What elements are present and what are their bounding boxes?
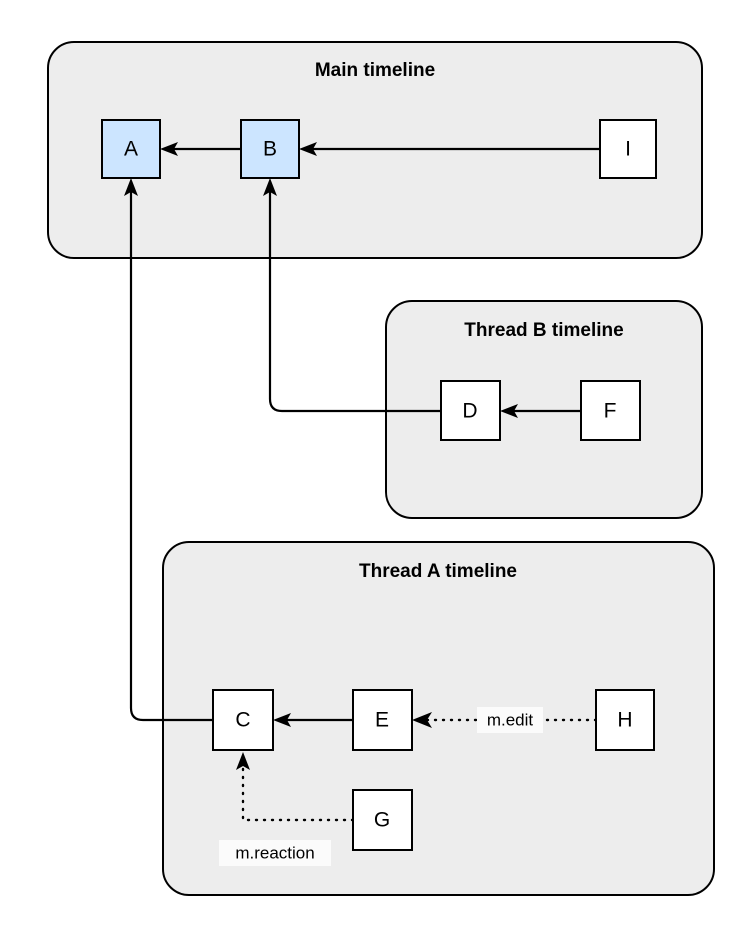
node-label: E — [375, 709, 389, 732]
edge-g-to-c[interactable]: m.reaction — [219, 752, 355, 866]
arrow-head-icon — [236, 752, 250, 770]
node-label: I — [625, 138, 631, 161]
edge-line — [268, 188, 441, 413]
node-label: H — [617, 709, 632, 732]
node-box — [595, 689, 655, 751]
edge-e-to-c[interactable] — [273, 713, 353, 727]
edge-label-m-reaction: m.reaction — [235, 843, 314, 862]
edge-label-m-edit: m.edit — [487, 710, 534, 729]
node-box — [599, 119, 657, 179]
arrow-head-icon — [263, 178, 277, 196]
node-c[interactable]: C — [212, 689, 274, 751]
node-b[interactable]: B — [240, 119, 300, 179]
node-box — [352, 689, 413, 751]
edge-line — [129, 188, 213, 722]
edge-c-to-a[interactable] — [124, 178, 213, 722]
node-box — [101, 119, 161, 179]
edge-f-to-d[interactable] — [500, 404, 581, 418]
node-box — [352, 789, 413, 851]
panel-title: Thread B timeline — [464, 320, 623, 341]
node-label: A — [124, 138, 138, 161]
node-a[interactable]: A — [101, 119, 161, 179]
node-box — [212, 689, 274, 751]
arrow-head-icon — [500, 404, 518, 418]
arrow-head-icon — [299, 142, 317, 156]
node-box — [440, 380, 501, 441]
arrow-head-icon — [160, 142, 178, 156]
node-d[interactable]: D — [440, 380, 501, 441]
panel-title: Main timeline — [315, 60, 435, 81]
node-label: B — [263, 138, 277, 161]
arrow-head-icon — [124, 178, 138, 196]
edge-i-to-b[interactable] — [299, 142, 600, 156]
node-h[interactable]: H — [595, 689, 655, 751]
panel-thread-b-timeline[interactable]: Thread B timeline — [385, 300, 703, 519]
arrow-head-icon — [273, 713, 291, 727]
node-e[interactable]: E — [352, 689, 413, 751]
panel-title: Thread A timeline — [359, 561, 517, 582]
panel-thread-a-timeline[interactable]: Thread A timeline — [162, 541, 715, 896]
node-box — [240, 119, 300, 179]
panel-background — [162, 541, 715, 896]
panel-background — [385, 300, 703, 519]
node-f[interactable]: F — [580, 380, 641, 441]
node-label: D — [462, 400, 477, 423]
node-g[interactable]: G — [352, 789, 413, 851]
edge-label-background — [219, 840, 331, 866]
node-box — [580, 380, 641, 441]
node-label: F — [604, 400, 617, 423]
edge-d-to-b[interactable] — [263, 178, 441, 413]
node-label: G — [374, 809, 390, 832]
edge-h-to-e[interactable]: m.edit — [412, 707, 598, 733]
node-label: C — [235, 709, 250, 732]
edge-b-to-a[interactable] — [160, 142, 241, 156]
arrow-head-icon — [412, 712, 432, 728]
node-i[interactable]: I — [599, 119, 657, 179]
edge-label-background — [477, 707, 543, 733]
